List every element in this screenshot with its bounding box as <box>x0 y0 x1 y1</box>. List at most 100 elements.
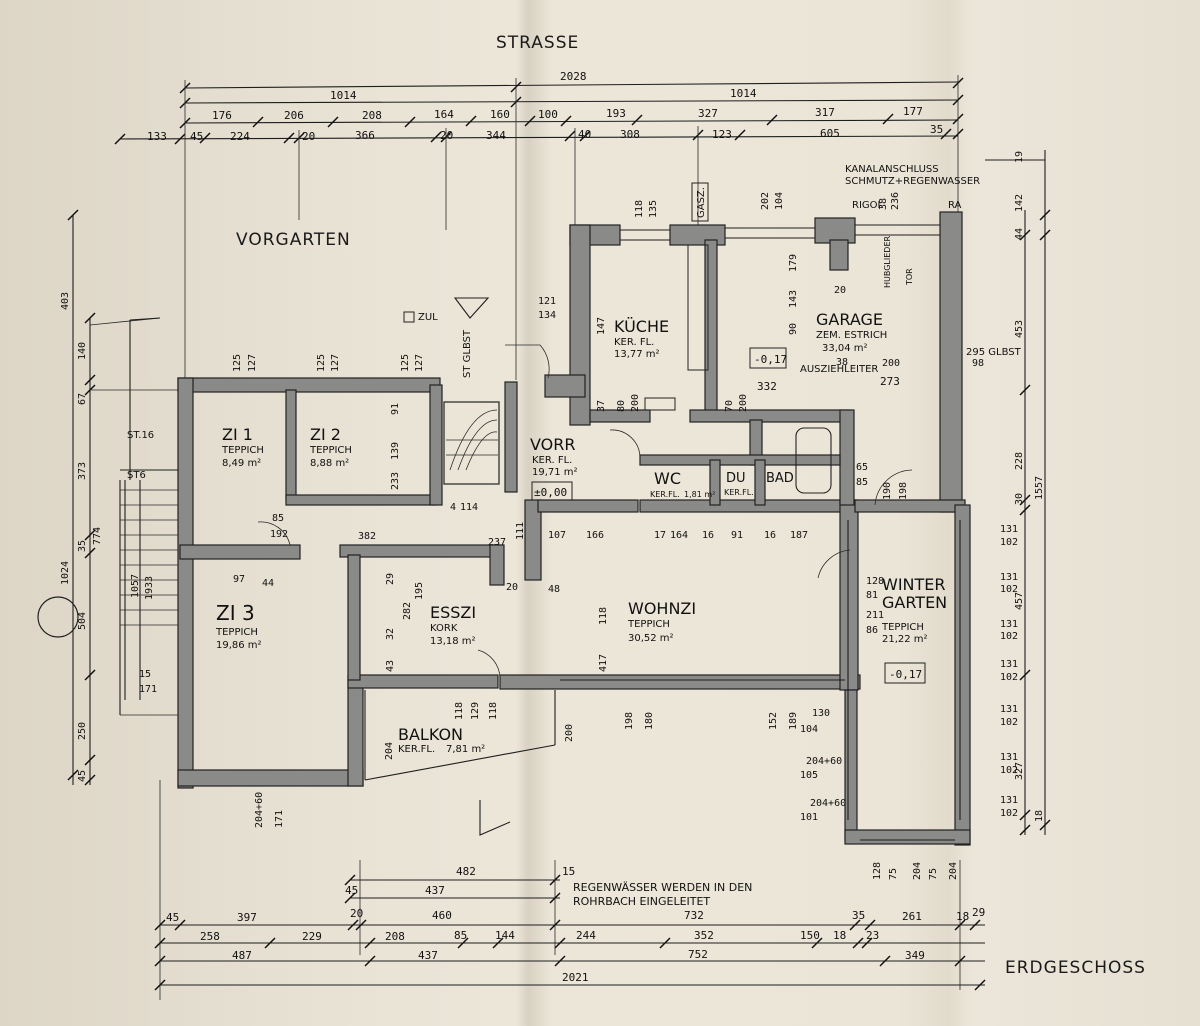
svg-text:37: 37 <box>596 400 607 412</box>
svg-text:397: 397 <box>237 911 257 924</box>
svg-text:1014: 1014 <box>330 89 357 102</box>
svg-text:332: 332 <box>757 380 777 393</box>
svg-text:8,49 m²: 8,49 m² <box>222 458 261 469</box>
svg-text:ZUL: ZUL <box>418 312 438 323</box>
svg-text:48: 48 <box>548 584 560 595</box>
svg-text:164: 164 <box>434 108 454 121</box>
bottom-dimensions: 482 15 45 437 45 397 20 460 732 35 261 1… <box>154 780 986 1000</box>
svg-text:TEPPICH: TEPPICH <box>881 622 924 633</box>
svg-text:101: 101 <box>800 812 818 823</box>
svg-text:206: 206 <box>284 109 304 122</box>
svg-text:282: 282 <box>402 602 413 620</box>
svg-text:114: 114 <box>460 502 478 513</box>
left-dimensions: 403 140 67 373 35 504 250 45 1024 774 10… <box>37 209 180 786</box>
level-markers: -0,17 ±0,00 -0,17 <box>531 347 926 684</box>
svg-text:32: 32 <box>385 628 396 640</box>
svg-text:129: 129 <box>470 702 481 720</box>
svg-text:85: 85 <box>856 477 868 488</box>
svg-text:ESSZI: ESSZI <box>430 603 476 622</box>
svg-text:152: 152 <box>768 712 779 730</box>
svg-text:229: 229 <box>302 930 322 943</box>
svg-text:144: 144 <box>495 929 515 942</box>
svg-text:REGENWÄSSER WERDEN IN DEN: REGENWÄSSER WERDEN IN DEN <box>573 881 752 894</box>
svg-text:147: 147 <box>596 317 607 335</box>
svg-text:15: 15 <box>139 669 151 680</box>
svg-text:81: 81 <box>866 590 878 601</box>
svg-text:19: 19 <box>1014 151 1025 163</box>
svg-text:107: 107 <box>548 530 566 541</box>
room-esszi: ESSZI KORK 13,18 m² <box>430 603 476 647</box>
svg-text:BALKON: BALKON <box>398 725 463 744</box>
svg-text:752: 752 <box>688 948 708 961</box>
svg-text:35: 35 <box>852 909 865 922</box>
svg-text:SCHMUTZ+REGENWASSER: SCHMUTZ+REGENWASSER <box>845 176 980 187</box>
svg-text:102: 102 <box>1000 537 1018 548</box>
svg-text:102: 102 <box>1000 765 1018 776</box>
svg-text:RIGOL: RIGOL <box>852 200 884 211</box>
svg-text:13,77 m²: 13,77 m² <box>614 349 660 360</box>
svg-text:193: 193 <box>606 107 626 120</box>
svg-text:±0,00: ±0,00 <box>534 486 567 499</box>
svg-text:43: 43 <box>385 660 396 672</box>
windows <box>190 224 961 841</box>
svg-text:WINTER: WINTER <box>882 575 946 594</box>
svg-text:176: 176 <box>212 109 232 122</box>
room-wohnzi: WOHNZI TEPPICH 30,52 m² <box>627 599 696 644</box>
svg-text:344: 344 <box>486 129 506 142</box>
svg-text:102: 102 <box>1000 584 1018 595</box>
svg-text:382: 382 <box>358 531 376 542</box>
svg-text:131: 131 <box>1000 659 1018 670</box>
svg-text:VORR: VORR <box>530 435 576 454</box>
svg-text:38: 38 <box>836 357 848 368</box>
room-vorr: VORR KER. FL. 19,71 m² <box>530 435 578 478</box>
svg-text:7,81 m²: 7,81 m² <box>446 744 485 755</box>
svg-text:TEPPICH: TEPPICH <box>221 445 264 456</box>
svg-text:208: 208 <box>362 109 382 122</box>
svg-text:453: 453 <box>1014 320 1025 338</box>
svg-text:327: 327 <box>698 107 718 120</box>
room-du: DU KER.FL. <box>724 471 754 497</box>
svg-text:208: 208 <box>385 930 405 943</box>
room-garage: GARAGE ZEM. ESTRICH 33,04 m² <box>816 310 887 354</box>
svg-text:45: 45 <box>77 770 88 782</box>
svg-text:164: 164 <box>670 530 688 541</box>
street-label: STRASSE <box>496 33 579 53</box>
svg-text:104: 104 <box>774 192 785 210</box>
svg-text:ST GLBST: ST GLBST <box>462 329 473 378</box>
svg-text:142: 142 <box>1014 194 1025 212</box>
svg-text:118: 118 <box>634 200 645 218</box>
svg-text:166: 166 <box>586 530 604 541</box>
svg-text:121: 121 <box>538 296 556 307</box>
svg-text:261: 261 <box>902 910 922 923</box>
svg-text:KORK: KORK <box>430 623 458 634</box>
svg-text:1557: 1557 <box>1034 476 1045 500</box>
svg-text:33,04 m²: 33,04 m² <box>822 343 868 354</box>
svg-text:437: 437 <box>425 884 445 897</box>
svg-text:75: 75 <box>888 868 899 880</box>
svg-text:295 GLBST: 295 GLBST <box>966 347 1022 358</box>
svg-text:123: 123 <box>712 128 732 141</box>
svg-text:143: 143 <box>788 290 799 308</box>
svg-text:352: 352 <box>694 929 714 942</box>
svg-text:605: 605 <box>820 127 840 140</box>
svg-text:45: 45 <box>166 911 179 924</box>
svg-text:1057: 1057 <box>130 574 141 598</box>
svg-text:437: 437 <box>418 949 438 962</box>
front-garden-label: VORGARTEN <box>236 230 351 250</box>
svg-text:30,52 m²: 30,52 m² <box>628 633 674 644</box>
svg-text:TEPPICH: TEPPICH <box>215 627 258 638</box>
svg-text:131: 131 <box>1000 572 1018 583</box>
room-balkon: BALKON KER.FL. 7,81 m² <box>398 725 485 755</box>
svg-text:16: 16 <box>702 530 714 541</box>
svg-text:192: 192 <box>270 529 288 540</box>
svg-text:127: 127 <box>247 354 258 372</box>
svg-text:457: 457 <box>1014 592 1025 610</box>
svg-text:KER.FL.: KER.FL. <box>398 744 435 755</box>
svg-text:85: 85 <box>272 513 284 524</box>
room-zi1: ZI 1 TEPPICH 8,49 m² <box>221 425 264 469</box>
svg-text:204+60: 204+60 <box>810 798 846 809</box>
svg-text:228: 228 <box>1014 452 1025 470</box>
svg-text:WC: WC <box>654 469 681 488</box>
room-zi2: ZI 2 TEPPICH 8,88 m² <box>309 425 352 469</box>
